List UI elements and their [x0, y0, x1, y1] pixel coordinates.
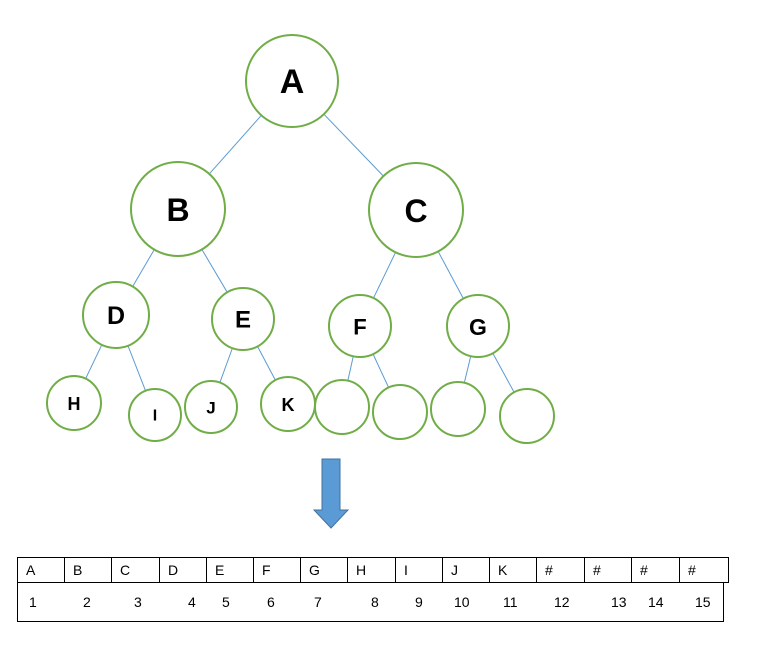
array-index: 6	[267, 594, 275, 610]
node-label: A	[280, 63, 305, 101]
tree-node-I: I	[128, 388, 182, 442]
edge-C-G	[437, 251, 464, 299]
array-index: 3	[134, 594, 142, 610]
tree-node-D: D	[82, 281, 150, 349]
edge-B-D	[132, 249, 155, 287]
array-index: 13	[611, 594, 627, 610]
node-circle	[245, 34, 339, 128]
tree-node-B: B	[130, 161, 226, 257]
edge-B-E	[201, 249, 228, 293]
array-index: 5	[222, 594, 230, 610]
node-circle	[314, 379, 370, 435]
down-arrow-icon	[313, 458, 349, 529]
array-index: 11	[503, 594, 518, 610]
node-circle	[82, 281, 150, 349]
node-label: D	[107, 302, 125, 330]
tree-node-E: E	[211, 287, 275, 351]
edge-E-J	[219, 347, 233, 383]
node-circle	[499, 388, 555, 444]
array-cell: F	[253, 557, 301, 583]
array-cell: #	[679, 557, 729, 583]
edge-E-K	[257, 346, 276, 381]
array-index: 8	[371, 594, 379, 610]
tree-nodes: A B C D E F G H I J K	[46, 34, 555, 444]
tree-node-C: C	[368, 162, 464, 258]
array-cell: C	[111, 557, 160, 583]
tree-node-G: G	[446, 294, 510, 358]
node-label: E	[235, 307, 251, 334]
edge-A-C	[323, 113, 384, 177]
array-index: 1	[29, 594, 37, 610]
tree-node-F: F	[328, 294, 392, 358]
edge-G-G-right	[492, 352, 515, 393]
edge-F-F-left	[347, 356, 354, 381]
node-circle	[46, 375, 102, 431]
node-circle	[372, 384, 428, 440]
array-index: 15	[695, 594, 711, 610]
array-index: 2	[83, 594, 91, 610]
array-index: 14	[648, 594, 664, 610]
array-cell: #	[631, 557, 680, 583]
node-label: H	[68, 394, 81, 414]
tree-node-K: K	[260, 376, 316, 432]
array-cell: K	[489, 557, 537, 583]
tree-node-H: H	[46, 375, 102, 431]
array-cell: #	[536, 557, 585, 583]
node-label: K	[282, 395, 295, 415]
node-label: G	[469, 314, 487, 340]
tree-node-G-left	[430, 381, 486, 437]
edge-G-G-left	[463, 356, 472, 383]
array-index: 7	[314, 594, 322, 610]
array-cell: #	[584, 557, 632, 583]
tree-node-F-right	[372, 384, 428, 440]
binary-tree-diagram: A B C D E F G H I J K	[46, 34, 555, 444]
array-index: 10	[454, 594, 470, 610]
array-index: 4	[188, 594, 196, 610]
edge-A-B	[208, 115, 262, 175]
edge-C-F	[373, 252, 397, 299]
tree-node-A: A	[245, 34, 339, 128]
array-cell: J	[442, 557, 490, 583]
tree-edges	[85, 113, 515, 393]
array-cell: D	[159, 557, 207, 583]
array-cell: E	[206, 557, 254, 583]
node-circle	[446, 294, 510, 358]
array-index: 9	[415, 594, 423, 610]
node-circle	[211, 287, 275, 351]
array-cell: I	[395, 557, 443, 583]
node-label: J	[206, 399, 215, 418]
array-cell: A	[17, 557, 65, 583]
edge-D-I	[127, 345, 147, 391]
node-circle	[184, 380, 238, 434]
array-cell: G	[300, 557, 348, 583]
node-circle	[128, 388, 182, 442]
edge-D-H	[85, 344, 103, 379]
node-label: B	[166, 192, 189, 228]
tree-node-G-right	[499, 388, 555, 444]
node-circle	[368, 162, 464, 258]
array-cell: B	[64, 557, 112, 583]
array-index: 12	[554, 594, 570, 610]
node-label: C	[404, 193, 427, 229]
node-circle	[328, 294, 392, 358]
node-circle	[430, 381, 486, 437]
node-label: I	[153, 408, 157, 425]
edge-F-F-right	[372, 353, 390, 388]
node-label: F	[353, 315, 366, 340]
array-cell: H	[347, 557, 396, 583]
tree-node-F-left	[314, 379, 370, 435]
node-circle	[130, 161, 226, 257]
tree-node-J: J	[184, 380, 238, 434]
